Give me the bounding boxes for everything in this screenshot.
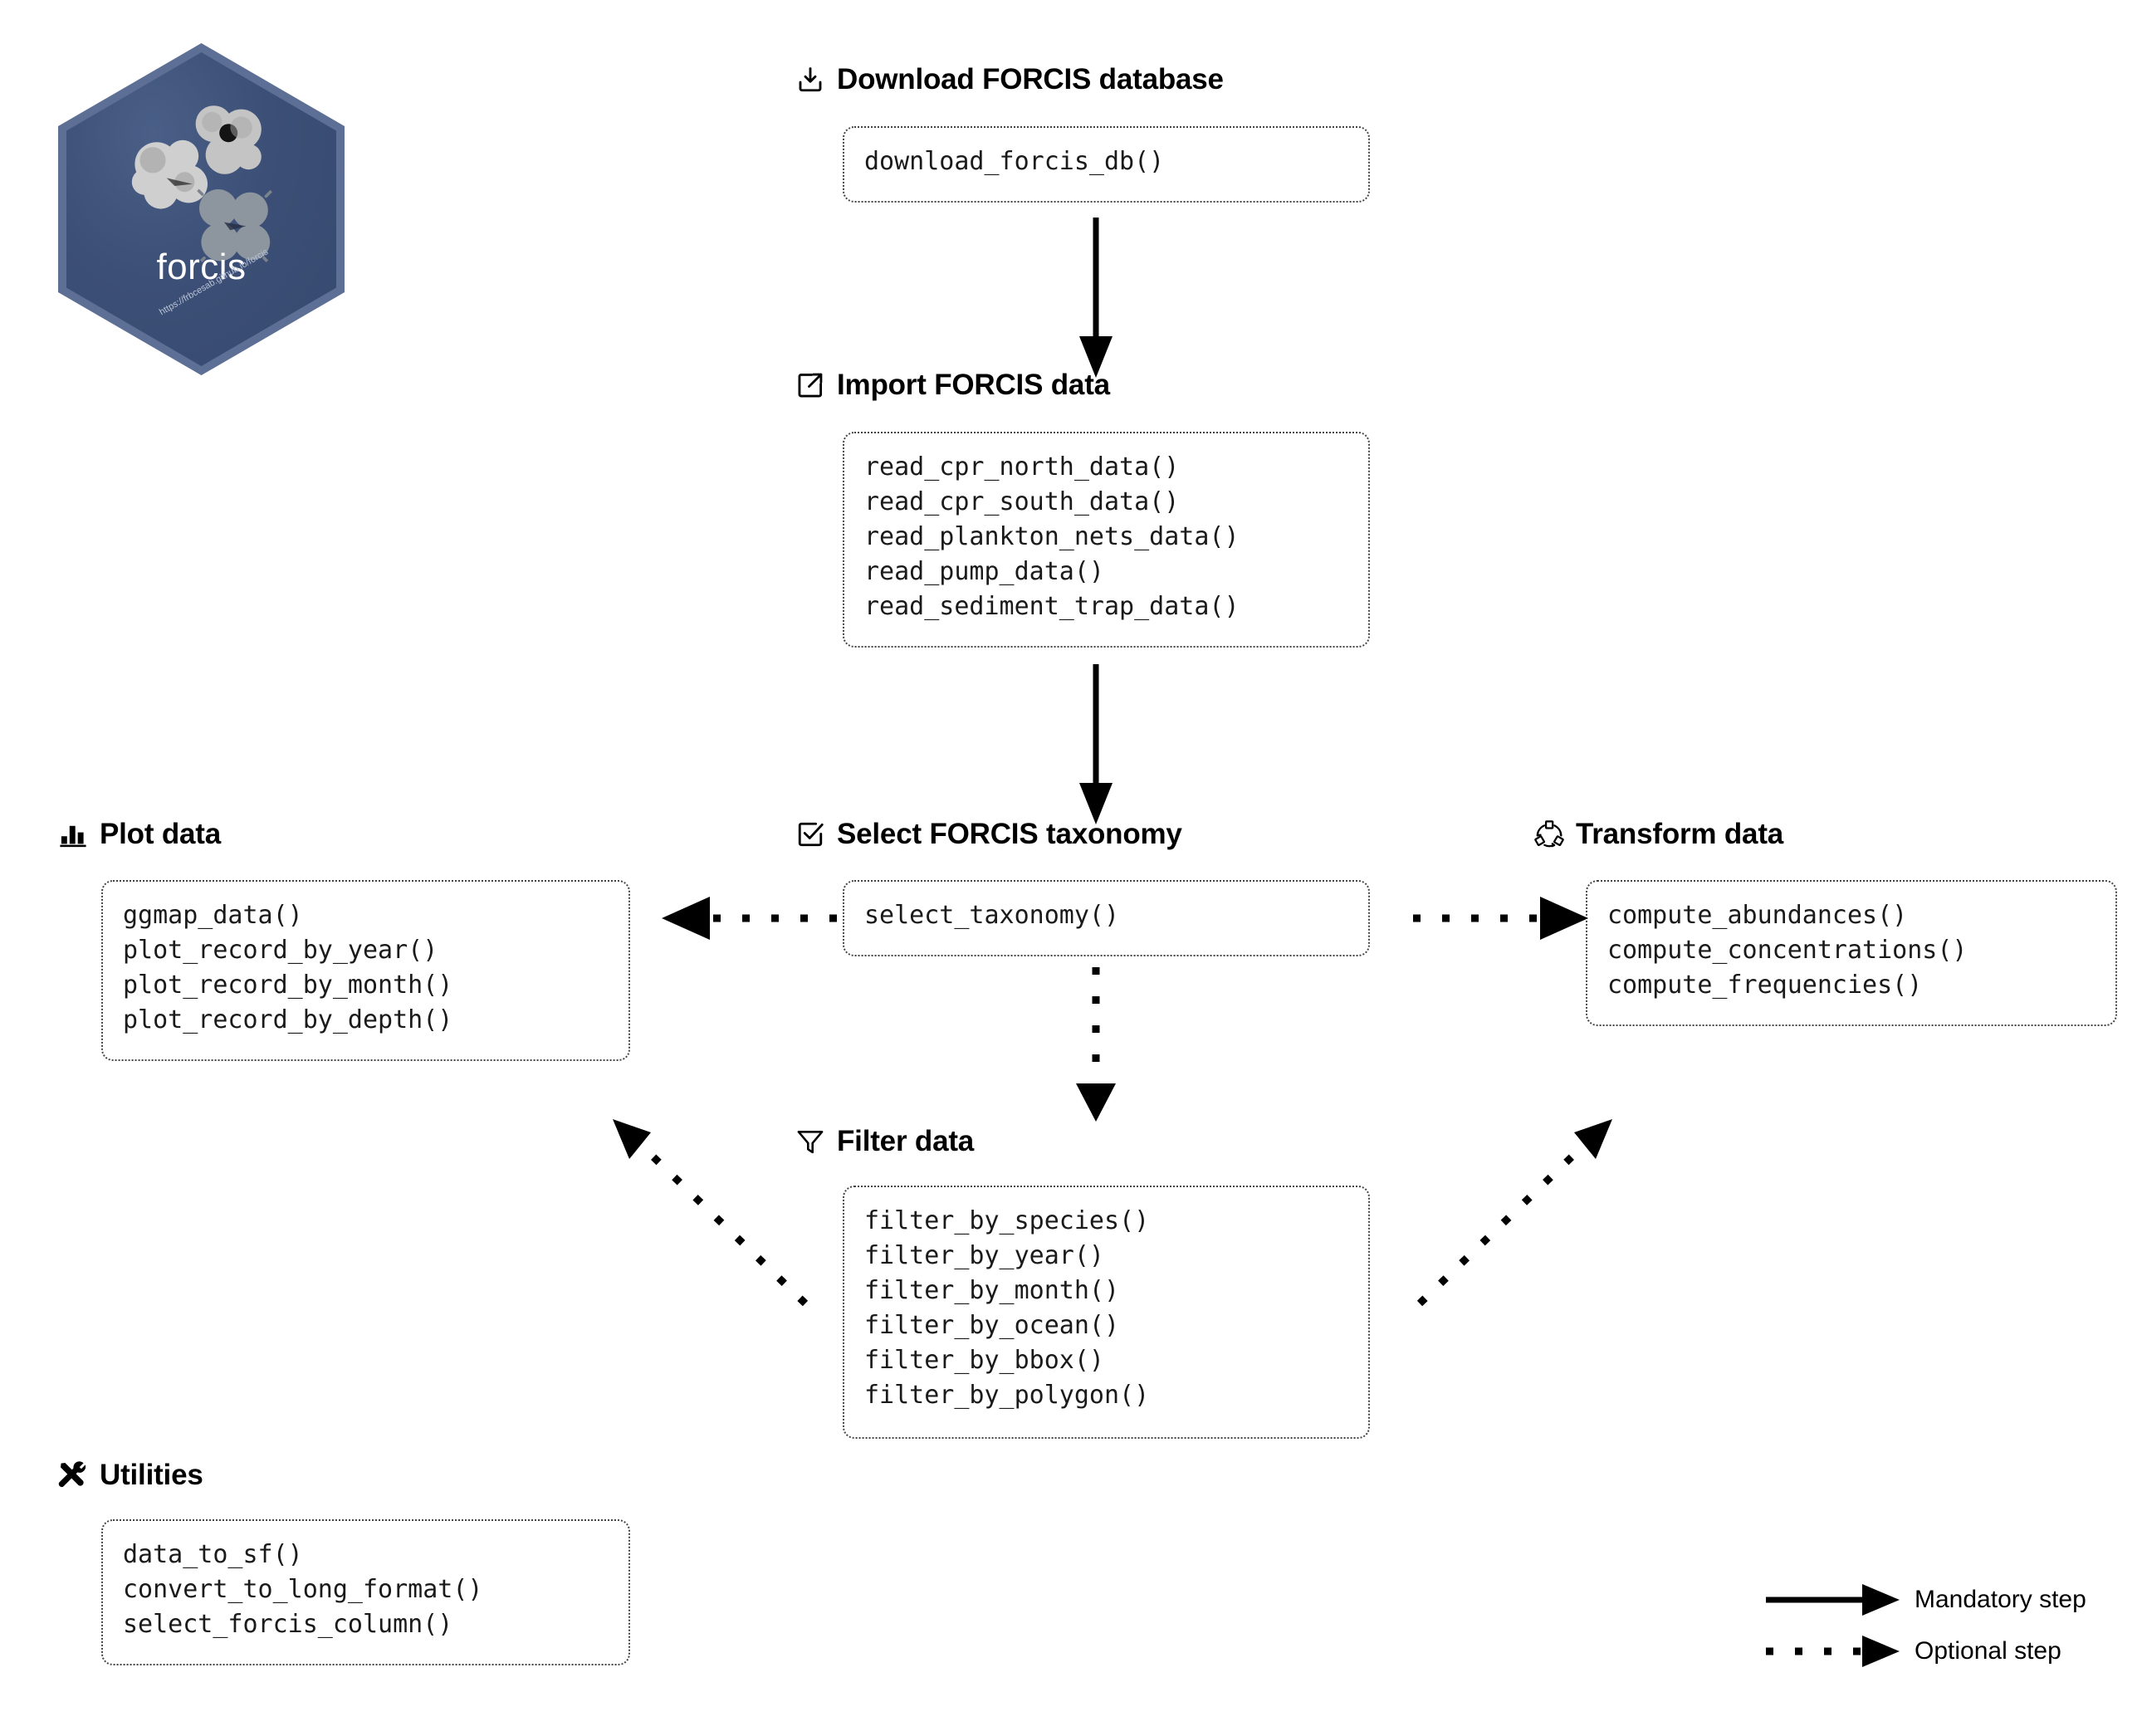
legend: Mandatory step Optional step [1764,1582,2113,1690]
function-name: plot_record_by_depth() [123,1005,453,1034]
function-name: read_cpr_north_data() [864,452,1180,482]
function-name: compute_concentrations() [1607,936,1968,965]
section-title-utilities: Utilities [100,1459,203,1491]
legend-label-optional: Optional step [1915,1637,2061,1665]
download-icon [799,67,822,92]
bar-chart-icon [60,825,86,848]
function-box-utilities: data_to_sf() convert_to_long_format() se… [101,1519,630,1665]
section-header-utilities: Utilities [58,1459,203,1492]
function-name: select_forcis_column() [123,1610,453,1639]
logo-package-name: forcis [156,247,247,287]
function-name: filter_by_month() [864,1276,1120,1305]
arrow-import-to-taxonomy [1079,664,1113,824]
section-title-download: Download FORCIS database [837,63,1224,95]
function-name: plot_record_by_month() [123,971,453,1000]
function-name: filter_by_ocean() [864,1311,1120,1340]
function-name: read_cpr_south_data() [864,487,1180,516]
function-name: convert_to_long_format() [123,1575,483,1604]
legend-row-mandatory: Mandatory step [1764,1582,2086,1618]
foraminifera-image-left [131,139,208,209]
tools-icon [58,1461,86,1488]
function-box-filter: filter_by_species() filter_by_year() fil… [843,1186,1370,1439]
arrow-taxonomy-to-filter [1076,967,1116,1122]
section-header-import: Import FORCIS data [795,369,1110,402]
function-name: filter_by_polygon() [864,1381,1150,1410]
foraminifera-image-top [195,105,262,174]
section-header-taxonomy: Select FORCIS taxonomy [795,818,1182,851]
arrow-taxonomy-to-plot [662,897,837,940]
function-name: download_forcis_db() [864,147,1165,176]
section-title-import: Import FORCIS data [837,369,1110,401]
legend-row-optional: Optional step [1764,1633,2061,1670]
function-name: read_plankton_nets_data() [864,522,1240,551]
section-title-taxonomy: Select FORCIS taxonomy [837,818,1182,850]
funnel-icon [797,1131,824,1154]
arrow-filter-to-transform [1416,1119,1612,1307]
mandatory-arrow-icon [1766,1584,1900,1616]
section-title-plot: Plot data [100,818,221,850]
function-box-plot: ggmap_data() plot_record_by_year() plot_… [101,880,630,1061]
function-name: filter_by_bbox() [864,1346,1104,1375]
arrow-filter-to-plot [613,1119,809,1307]
function-name: filter_by_species() [864,1206,1150,1235]
function-name: read_pump_data() [864,557,1104,586]
arrow-download-to-import [1079,218,1113,378]
legend-label-mandatory: Mandatory step [1915,1586,2086,1613]
function-box-import: read_cpr_north_data() read_cpr_south_dat… [843,432,1370,648]
function-box-download: download_forcis_db() [843,126,1370,203]
section-header-plot: Plot data [58,818,221,851]
import-icon [798,373,823,398]
arrow-taxonomy-to-transform [1413,897,1588,940]
function-name: ggmap_data() [123,901,303,930]
function-name: filter_by_year() [864,1241,1104,1270]
function-name: read_sediment_trap_data() [864,592,1240,621]
transform-icon [1534,820,1564,848]
section-header-transform: Transform data [1534,818,1783,851]
section-header-download: Download FORCIS database [795,63,1224,96]
foraminifera-image-bottom [190,183,278,270]
section-header-filter: Filter data [795,1125,974,1158]
checkbox-check-icon [798,822,824,847]
function-name: plot_record_by_year() [123,936,438,965]
forcis-hex-logo: forcis https://frbcesab.github.io/forcis [58,43,345,375]
function-name: data_to_sf() [123,1540,303,1569]
optional-arrow-icon [1766,1636,1900,1667]
function-name: compute_frequencies() [1607,971,1923,1000]
function-name: select_taxonomy() [864,901,1120,930]
function-name: compute_abundances() [1607,901,1908,930]
function-box-transform: compute_abundances() compute_concentrati… [1586,880,2117,1026]
section-title-transform: Transform data [1576,818,1784,850]
section-title-filter: Filter data [837,1125,975,1157]
function-box-taxonomy: select_taxonomy() [843,880,1370,956]
